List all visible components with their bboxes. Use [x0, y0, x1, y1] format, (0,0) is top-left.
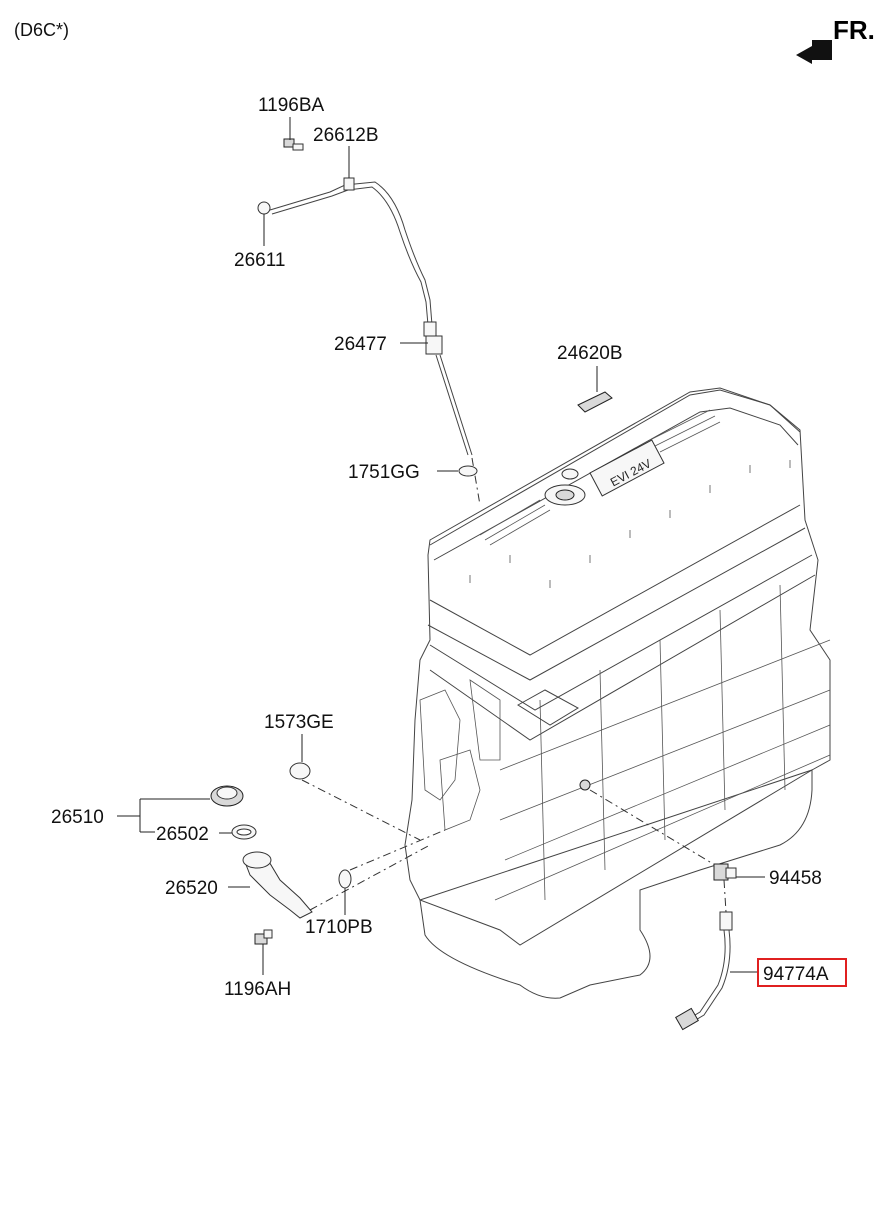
label-1751GG[interactable]: 1751GG — [348, 462, 420, 483]
front-direction-label: FR. — [833, 15, 875, 45]
label-26502[interactable]: 26502 — [156, 824, 209, 845]
leader-lines — [117, 117, 765, 975]
engine-block: EVI 24V — [404, 387, 831, 999]
ring-26611 — [257, 201, 271, 215]
label-1196BA[interactable]: 1196BA — [258, 95, 325, 116]
bolt-1196ah — [254, 929, 273, 945]
plug-1573ge — [289, 762, 311, 780]
oil-filler-assembly — [210, 762, 446, 945]
label-26612B[interactable]: 26612B — [313, 125, 379, 146]
sensor-assembly — [589, 789, 737, 1031]
label-plate-24620b — [577, 391, 613, 413]
sensor-94458 — [713, 863, 737, 881]
highlight-box-94774A — [757, 958, 847, 987]
label-1196AH[interactable]: 1196AH — [224, 979, 291, 1000]
label-1710PB[interactable]: 1710PB — [305, 917, 373, 938]
gasket-ring-1751gg — [458, 465, 478, 477]
bracket-26612b — [343, 177, 355, 191]
label-94458[interactable]: 94458 — [769, 868, 822, 889]
label-26510[interactable]: 26510 — [51, 807, 104, 828]
label-26611[interactable]: 26611 — [234, 250, 285, 271]
dipstick-assembly — [257, 138, 481, 506]
label-26520[interactable]: 26520 — [165, 878, 218, 899]
label-26477[interactable]: 26477 — [334, 334, 387, 355]
part-labels: 1196BA 26612B 26611 26477 24620B 1751GG … — [51, 95, 847, 1000]
label-94774A[interactable]: 94774A — [763, 964, 829, 985]
label-1573GE[interactable]: 1573GE — [264, 712, 334, 733]
model-code-label: (D6C*) — [14, 20, 69, 40]
bolt-1196ba — [283, 138, 304, 151]
o-ring-1710pb — [338, 869, 352, 889]
wire-harness-94774a — [675, 911, 733, 1031]
label-24620B[interactable]: 24620B — [557, 343, 623, 364]
front-direction-arrow-icon — [796, 40, 832, 64]
